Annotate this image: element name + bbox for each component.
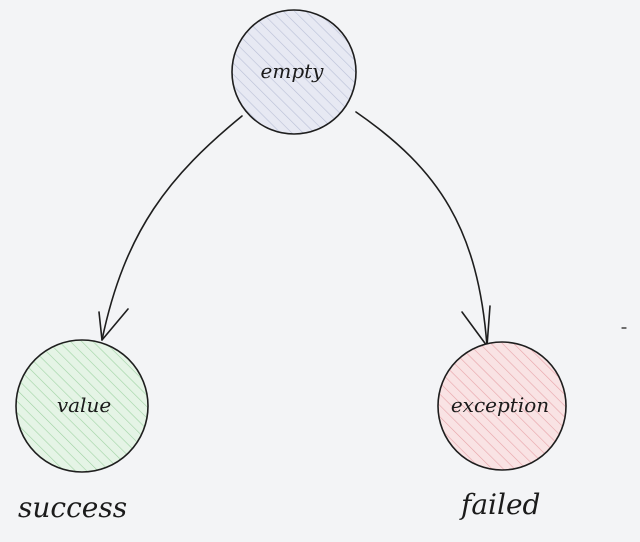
node-empty: empty	[231, 9, 357, 135]
edge-empty-to-exception	[355, 111, 491, 347]
node-exception: exception	[437, 341, 567, 471]
edge-empty-to-exception-line	[355, 111, 488, 347]
caption-failed: failed	[459, 488, 540, 521]
node-empty-label: empty	[261, 59, 325, 83]
edge-empty-to-value-arrowhead	[98, 308, 129, 341]
node-exception-label: exception	[451, 393, 549, 417]
node-value-label: value	[57, 393, 111, 417]
caption-success: success	[18, 491, 127, 524]
node-value: value	[15, 339, 149, 473]
node-value-circle	[15, 339, 149, 473]
node-exception-circle	[437, 341, 567, 471]
edge-empty-to-value-line	[101, 115, 243, 341]
edge-empty-to-value	[98, 115, 243, 341]
node-empty-circle	[231, 9, 357, 135]
